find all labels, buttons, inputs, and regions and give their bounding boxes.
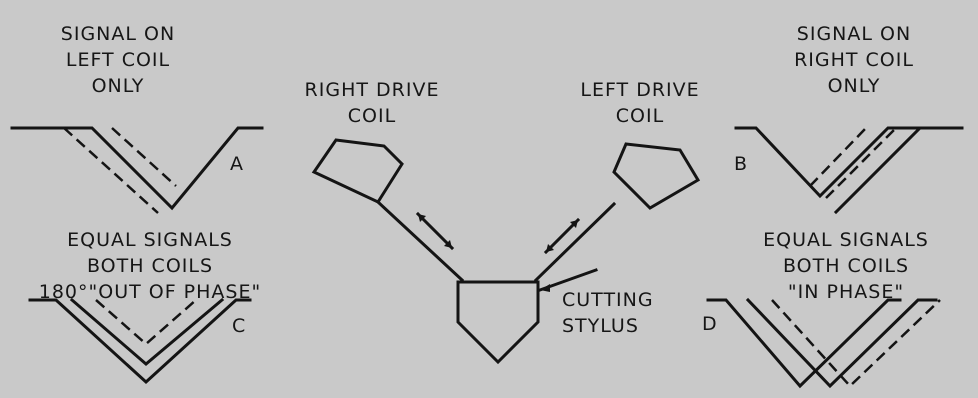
left-drive-coil-label-line-1: LEFT DRIVE [580, 79, 699, 101]
left-drive-arm [533, 201, 617, 283]
stylus-leader-arrowhead [540, 284, 550, 292]
panel-c-caption-line-2: BOTH COILS [87, 255, 213, 277]
panel-b-groove-outer [833, 126, 942, 215]
right-drive-coil-label-line-1: RIGHT DRIVE [305, 79, 440, 101]
right-drive-coil [311, 138, 404, 204]
panel-a-caption-line-2: LEFT COIL [66, 49, 170, 71]
right-drive-arm [375, 199, 465, 283]
left-drive-coil-label-line-2: COIL [616, 105, 664, 127]
panel-d-caption-line-2: BOTH COILS [783, 255, 909, 277]
panel-c-caption-line-1: EQUAL SIGNALS [67, 229, 233, 251]
panel-b-caption-line-2: RIGHT COIL [794, 49, 914, 71]
panel-d-letter: D [702, 313, 718, 335]
panel-d-caption-line-1: EQUAL SIGNALS [763, 229, 929, 251]
panel-b: SIGNAL ON RIGHT COIL ONLY B [734, 23, 964, 215]
left-coil-motion-arrow [543, 217, 581, 255]
right-drive-coil-label-line-2: COIL [348, 105, 396, 127]
panel-d-caption-line-3: "IN PHASE" [788, 281, 904, 303]
cutter-head: RIGHT DRIVE COIL LEFT DRIVE COIL CUTTING… [305, 79, 701, 365]
panel-a-groove-dashed-2 [111, 127, 177, 187]
cutting-stylus-label-line-1: CUTTING [562, 289, 654, 311]
panel-a-groove-dashed-1 [63, 127, 159, 214]
panel-a-caption-line-1: SIGNAL ON [61, 23, 175, 45]
panel-b-groove-solid [734, 126, 964, 199]
panel-c-groove-outer [28, 298, 252, 385]
panel-a: SIGNAL ON LEFT COIL ONLY A [10, 23, 264, 214]
panel-d-groove-solid-1 [706, 298, 902, 389]
panel-c-letter: C [232, 315, 246, 337]
left-drive-coil [612, 142, 701, 210]
panel-c-groove-inner [69, 297, 225, 366]
panel-c: EQUAL SIGNALS BOTH COILS 180°"OUT OF PHA… [28, 229, 261, 385]
panel-c-groove-dashed [95, 299, 197, 346]
panel-a-caption-line-3: ONLY [92, 75, 145, 97]
panel-c-caption-line-3: 180°"OUT OF PHASE" [39, 281, 261, 303]
panel-d-groove-solid-2 [745, 297, 938, 389]
right-coil-motion-arrow [415, 211, 455, 251]
panel-b-caption-line-1: SIGNAL ON [797, 23, 911, 45]
panel-d-groove-dashed [771, 299, 941, 388]
panel-a-letter: A [230, 153, 244, 175]
cutting-stylus [456, 280, 540, 365]
cutting-stylus-label-line-2: STYLUS [562, 315, 639, 337]
panel-b-caption-line-3: ONLY [828, 75, 881, 97]
panel-b-letter: B [734, 153, 748, 175]
panel-b-groove-dashed-1 [809, 127, 867, 187]
panel-d: EQUAL SIGNALS BOTH COILS "IN PHASE" D [702, 229, 941, 389]
